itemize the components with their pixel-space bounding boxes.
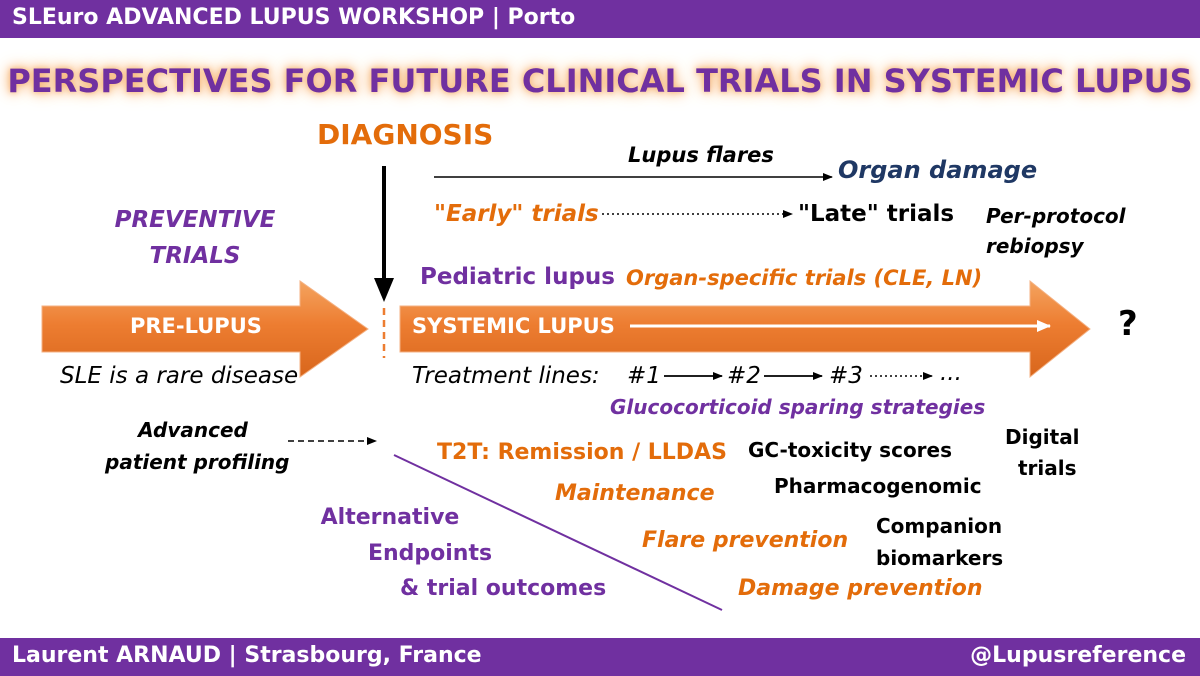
diagnosis-label: DIAGNOSIS — [317, 118, 494, 151]
sle-rare-label: SLE is a rare disease — [60, 363, 299, 389]
t2t-label: T2T: Remission / LLDAS — [437, 440, 727, 465]
slide-title: PERSPECTIVES FOR FUTURE CLINICAL TRIALS … — [7, 62, 1193, 100]
alt-endpoints-line1: Alternative — [320, 505, 460, 530]
pre-lupus-arrow — [41, 280, 369, 378]
treatment-line-more: ... — [940, 360, 962, 386]
lupus-flares-label: Lupus flares — [628, 143, 774, 167]
digital-trials-line1: Digital — [1005, 425, 1080, 449]
preventive-trials-line2: TRIALS — [149, 243, 241, 269]
treatment-line-2: #2 — [727, 363, 761, 389]
advanced-profiling-line2: patient profiling — [105, 450, 290, 474]
footer-handle: @Lupusreference — [970, 643, 1186, 668]
flare-prevention-label: Flare prevention — [642, 528, 849, 553]
header-title: SLEuro ADVANCED LUPUS WORKSHOP | Porto — [12, 5, 576, 30]
diagnosis-arrowhead — [374, 278, 394, 302]
gc-toxicity-label: GC-toxicity scores — [748, 438, 953, 462]
endpoints-diagonal-line — [393, 454, 723, 611]
maintenance-label: Maintenance — [555, 481, 715, 506]
pharmacogenomic-label: Pharmacogenomic — [774, 474, 982, 498]
systemic-lupus-arrow — [399, 279, 1091, 379]
pediatric-lupus-label: Pediatric lupus — [420, 264, 615, 290]
organ-damage-label: Organ damage — [838, 156, 1038, 184]
footer-author: Laurent ARNAUD | Strasbourg, France — [12, 643, 482, 668]
footer-bar: Laurent ARNAUD | Strasbourg, France @Lup… — [0, 638, 1200, 676]
companion-biomarkers-line2: biomarkers — [876, 546, 1004, 570]
treatment-lines-label: Treatment lines: — [412, 363, 600, 389]
early-trials-label: "Early" trials — [434, 201, 599, 227]
gc-sparing-label: Glucocorticoid sparing strategies — [610, 395, 986, 419]
late-trials-label: "Late" trials — [798, 201, 955, 227]
companion-biomarkers-line1: Companion — [876, 514, 1003, 538]
preventive-trials-line1: PREVENTIVE — [114, 207, 276, 233]
alt-endpoints-line3: & trial outcomes — [400, 576, 607, 601]
digital-trials-line2: trials — [1018, 456, 1077, 480]
treatment-line-3: #3 — [829, 363, 863, 389]
damage-prevention-label: Damage prevention — [738, 576, 983, 601]
pre-lupus-label: PRE-LUPUS — [130, 314, 262, 338]
advanced-profiling-line1: Advanced — [138, 418, 248, 442]
per-protocol-line2: rebiopsy — [986, 234, 1084, 258]
systemic-lupus-label: SYSTEMIC LUPUS — [412, 314, 615, 338]
per-protocol-line1: Per-protocol — [986, 204, 1126, 228]
organ-specific-label: Organ-specific trials (CLE, LN) — [626, 266, 983, 290]
header-bar: SLEuro ADVANCED LUPUS WORKSHOP | Porto — [0, 0, 1200, 38]
alt-endpoints-line2: Endpoints — [367, 541, 493, 566]
question-mark: ? — [1118, 304, 1138, 344]
treatment-line-1: #1 — [627, 363, 661, 389]
